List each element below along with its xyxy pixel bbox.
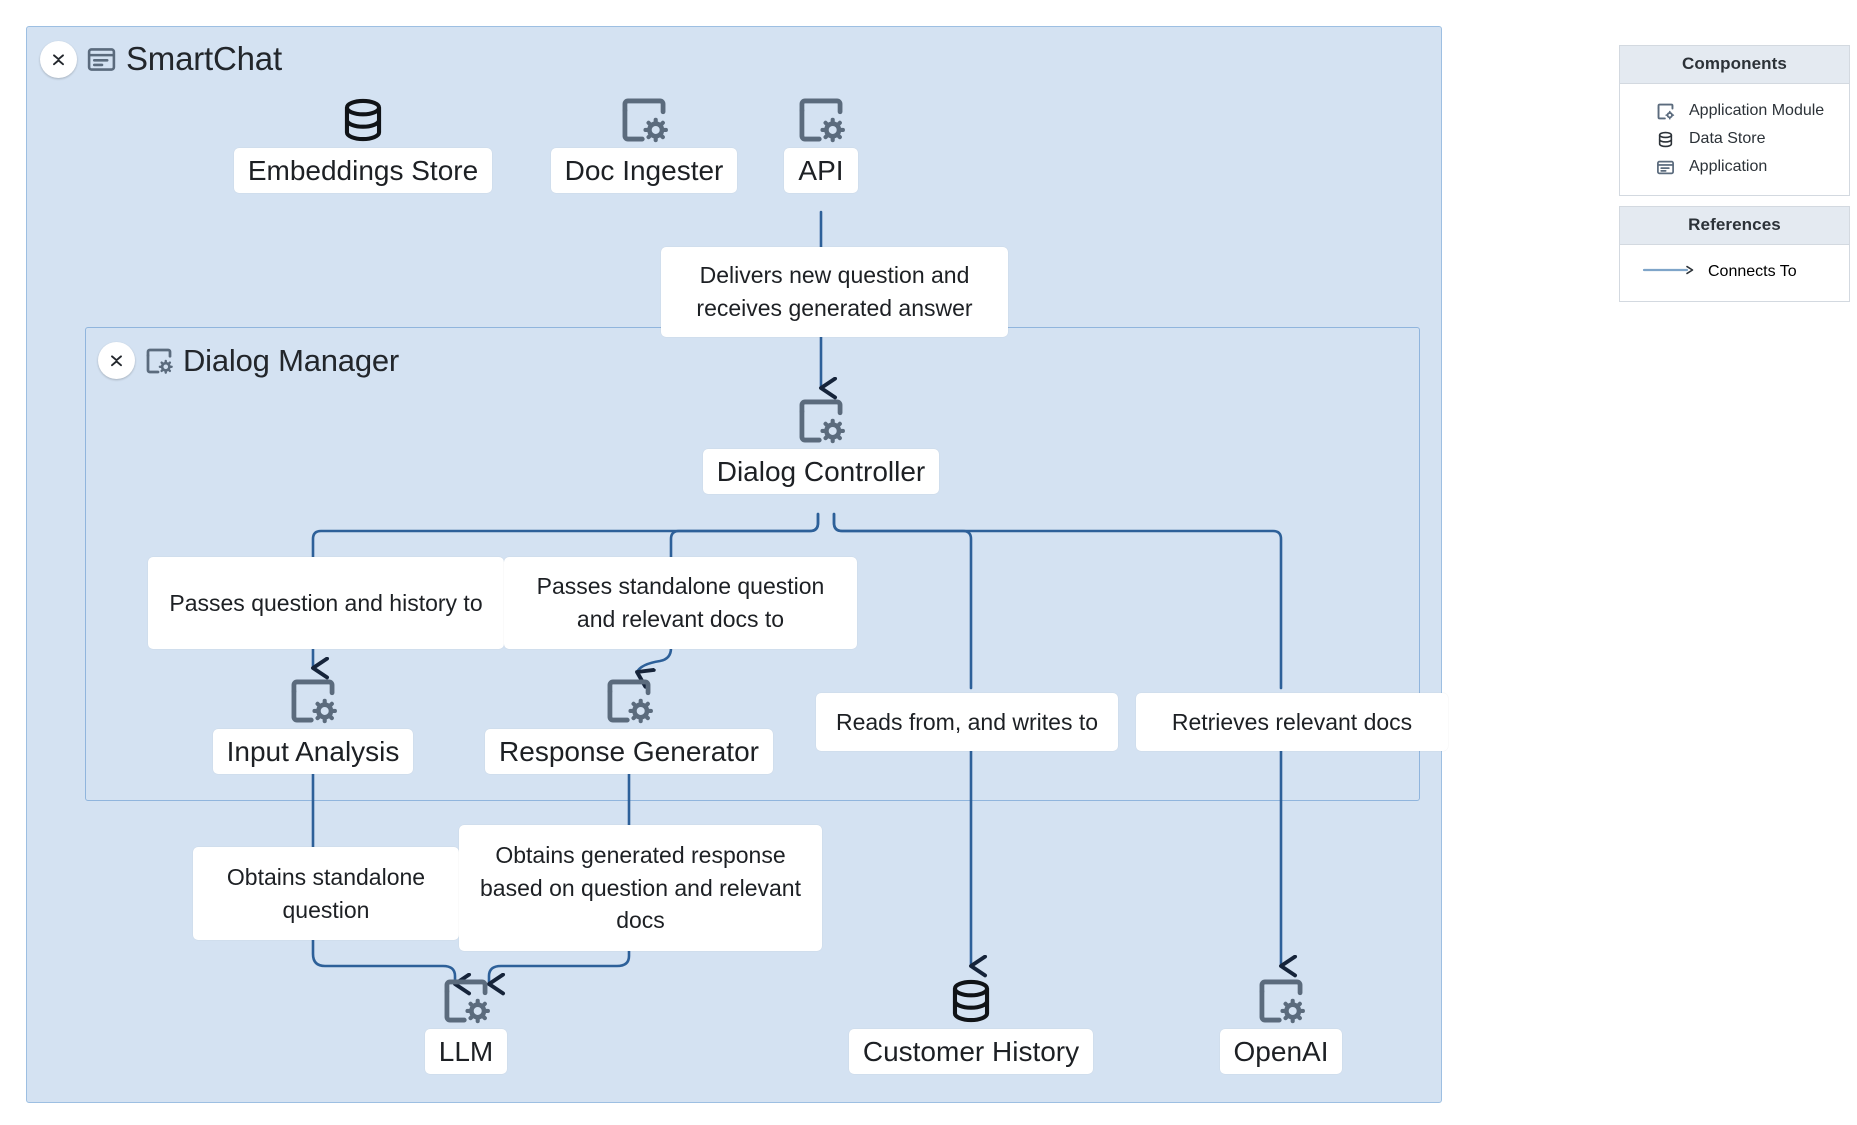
legend-item-connects-to[interactable]: Connects To: [1620, 259, 1849, 285]
application-module-icon: [1654, 100, 1676, 122]
legend-label-application-module: Application Module: [1689, 102, 1825, 119]
edge-label-input-analysis-to-llm: Obtains standalone question: [193, 847, 459, 940]
node-input-analysis[interactable]: Input Analysis: [198, 675, 428, 775]
edge-label-response-generator-to-llm: Obtains generated response based on ques…: [459, 825, 822, 951]
node-label-doc-ingester: Doc Ingester: [550, 148, 738, 194]
application-icon: [87, 47, 116, 71]
legend-item-application[interactable]: Application: [1620, 153, 1849, 181]
node-doc-ingester[interactable]: Doc Ingester: [537, 94, 751, 194]
node-dialog-controller[interactable]: Dialog Controller: [685, 395, 957, 495]
legend-label-connects-to: Connects To: [1708, 263, 1797, 280]
application-module-icon: [146, 348, 173, 374]
node-label-llm: LLM: [424, 1029, 508, 1075]
edge-label-controller-to-customer-history: Reads from, and writes to: [816, 693, 1118, 751]
legend-item-application-module[interactable]: Application Module: [1620, 97, 1849, 125]
legend-components: Components Application Module: [1619, 45, 1850, 196]
arrow-line-icon: [1642, 263, 1697, 281]
node-embeddings-store[interactable]: Embeddings Store: [215, 94, 511, 194]
legend-references-title: References: [1620, 207, 1849, 245]
application-module-icon: [795, 94, 847, 146]
data-store-icon: [945, 975, 997, 1027]
node-label-api: API: [784, 148, 858, 194]
edge-label-controller-to-input-analysis: Passes question and history to: [148, 557, 504, 649]
group-title-smartchat: SmartChat: [126, 40, 282, 77]
edge-label-api-to-dialog-controller: Delivers new question and receives gener…: [661, 247, 1008, 337]
collapse-toggle-dialog-manager-icon[interactable]: [98, 342, 135, 379]
group-title-dialog-manager: Dialog Manager: [183, 342, 400, 378]
application-module-icon: [287, 675, 339, 727]
node-api[interactable]: API: [781, 94, 861, 194]
application-module-icon: [603, 675, 655, 727]
application-module-icon: [795, 395, 847, 447]
node-label-openai: OpenAI: [1219, 1029, 1343, 1075]
node-response-generator[interactable]: Response Generator: [465, 675, 793, 775]
node-label-embeddings-store: Embeddings Store: [233, 148, 493, 194]
legend-item-data-store[interactable]: Data Store: [1620, 125, 1849, 153]
legend-components-title: Components: [1620, 46, 1849, 84]
node-llm[interactable]: LLM: [422, 975, 510, 1075]
legend-references: References Connects To: [1619, 206, 1850, 302]
legend-label-data-store: Data Store: [1689, 130, 1766, 147]
node-label-customer-history: Customer History: [848, 1029, 1094, 1075]
application-module-icon: [618, 94, 670, 146]
chevron-collapse-icon: [111, 355, 122, 367]
application-icon: [1654, 156, 1676, 178]
collapse-toggle-smartchat-icon[interactable]: [40, 40, 77, 78]
group-header-smartchat: SmartChat: [40, 40, 282, 78]
data-store-icon: [337, 94, 389, 146]
application-module-icon: [1255, 975, 1307, 1027]
application-module-icon: [440, 975, 492, 1027]
node-label-response-generator: Response Generator: [485, 729, 773, 775]
edge-label-controller-to-openai: Retrieves relevant docs: [1136, 693, 1448, 751]
data-store-icon: [1654, 128, 1676, 150]
legend-label-application: Application: [1689, 158, 1768, 175]
node-customer-history[interactable]: Customer History: [820, 975, 1122, 1075]
group-header-dialog-manager: Dialog Manager: [98, 342, 399, 379]
node-label-input-analysis: Input Analysis: [212, 729, 414, 775]
chevron-collapse-icon: [53, 53, 64, 65]
edge-label-controller-to-response-generator: Passes standalone question and relevant …: [504, 557, 857, 649]
node-label-dialog-controller: Dialog Controller: [702, 449, 940, 495]
node-openai[interactable]: OpenAI: [1205, 975, 1357, 1075]
